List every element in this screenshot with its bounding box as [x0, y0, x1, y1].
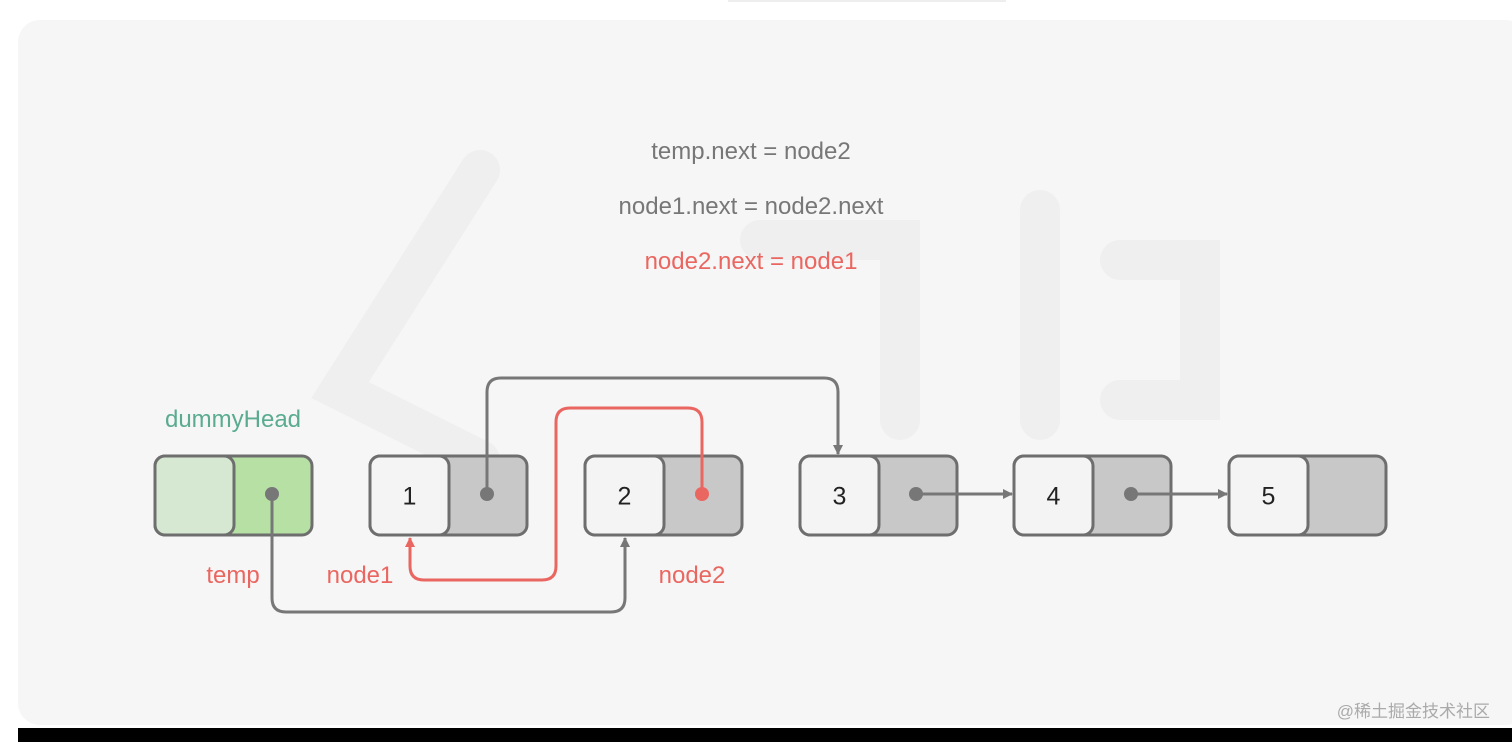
- list-node: 3: [798, 454, 959, 537]
- list-node: 2: [583, 454, 744, 537]
- arrows: [265, 376, 1228, 614]
- list-node: 4: [1012, 454, 1173, 537]
- node-value-cell: [583, 454, 666, 537]
- watermark-logo: [311, 150, 1220, 480]
- list-node: 1: [368, 454, 529, 537]
- pointer-dot: [695, 487, 709, 501]
- pointer-dot: [909, 487, 923, 501]
- dummy-head-node: [153, 454, 314, 537]
- node-value-cell: [798, 454, 881, 537]
- node-value-cell: [1012, 454, 1095, 537]
- pointer-dot: [265, 487, 279, 501]
- credit-watermark: @稀土掘金技术社区: [1337, 702, 1490, 721]
- node-value: 5: [1262, 483, 1276, 511]
- node-value: 1: [403, 483, 417, 511]
- top-bar: [728, 0, 1006, 2]
- temp-next-arrow: [270, 494, 630, 614]
- code-line: node1.next = node2.next: [619, 193, 884, 220]
- node-value-cell: [153, 454, 236, 537]
- node2-label: node2: [659, 562, 726, 589]
- card-background: [18, 20, 1512, 725]
- node-value-cell: [368, 454, 451, 537]
- node-value: 4: [1047, 483, 1061, 511]
- temp-label: temp: [206, 562, 259, 589]
- pointer-dot: [1124, 487, 1138, 501]
- pointer-dot: [480, 487, 494, 501]
- node-value-cell: [1227, 454, 1310, 537]
- dummy-head-label: dummyHead: [165, 406, 301, 433]
- list-node: 5: [1227, 454, 1388, 537]
- nodes: 1 2 3 4 5: [153, 454, 1388, 537]
- node2-next-arrow: [405, 406, 704, 582]
- node-value: 2: [618, 483, 632, 511]
- node-value: 3: [833, 483, 847, 511]
- node1-label: node1: [327, 562, 394, 589]
- bottom-bar: [18, 728, 1512, 742]
- code-line: temp.next = node2: [651, 138, 850, 165]
- node1-next-arrow: [485, 376, 843, 494]
- code-lines: temp.next = node2 node1.next = node2.next…: [619, 138, 884, 275]
- code-line: node2.next = node1: [645, 248, 858, 275]
